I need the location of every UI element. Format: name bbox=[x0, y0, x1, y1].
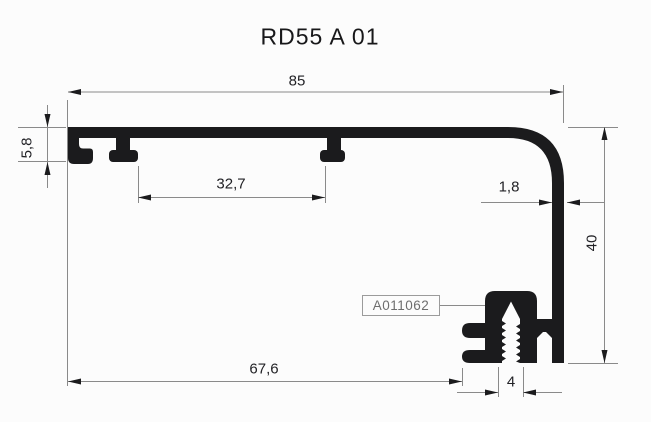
profile-cross-section bbox=[68, 127, 564, 363]
dim-right-height: 40 bbox=[583, 234, 601, 252]
thread-serrations bbox=[502, 321, 520, 363]
dim-wall-thickness: 1,8 bbox=[498, 178, 520, 196]
dim-screw-channel-width: 4 bbox=[506, 373, 516, 391]
profile-rib-2 bbox=[320, 136, 345, 162]
drawing-title: RD55 A 01 bbox=[260, 23, 380, 50]
dim-rib-spacing: 32,7 bbox=[216, 175, 246, 193]
extension-lines bbox=[18, 85, 618, 397]
dim-front-lip-height: 5,8 bbox=[18, 137, 36, 159]
screw-boss bbox=[485, 291, 552, 363]
dimension-arrowheads bbox=[44, 89, 608, 396]
screw-channel bbox=[502, 301, 520, 363]
profile-left-hook bbox=[68, 127, 93, 164]
profile-rib-1 bbox=[109, 136, 138, 162]
retention-fins bbox=[462, 323, 486, 363]
dim-total-width: 85 bbox=[288, 72, 306, 90]
part-number-box: A011062 bbox=[362, 295, 440, 316]
dim-bottom-width: 67,6 bbox=[249, 360, 279, 378]
